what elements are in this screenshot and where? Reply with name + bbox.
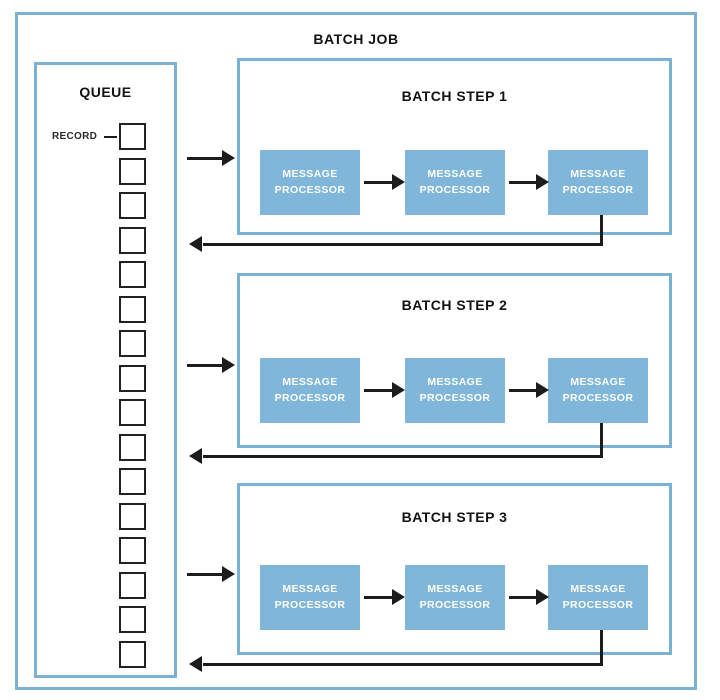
batch-step-2-box: BATCH STEP 2 MESSAGE PROCESSOR MESSAGE P… — [237, 273, 672, 448]
processor-arrowhead — [536, 174, 549, 190]
queue-record — [119, 502, 146, 530]
queue-record — [119, 192, 146, 219]
step-3-return-arrow-vertical — [600, 630, 603, 666]
queue-title: QUEUE — [79, 84, 132, 100]
queue-to-step-3-arrowhead — [222, 566, 235, 582]
batch-step-1-title: BATCH STEP 1 — [401, 88, 508, 104]
record-label: RECORD — [52, 131, 98, 142]
step-2-return-arrow-vertical — [600, 423, 603, 458]
processor-arrowhead — [392, 174, 405, 190]
queue-record — [119, 226, 146, 254]
queue-record — [119, 330, 146, 357]
queue-to-step-3-arrow-line — [187, 573, 222, 576]
queue-box: QUEUE RECORD — [34, 62, 177, 678]
step-2-return-arrowhead — [189, 448, 202, 464]
batch-step-1-box: BATCH STEP 1 MESSAGE PROCESSOR MESSAGE P… — [237, 58, 672, 235]
queue-record — [119, 157, 146, 185]
message-processor-box: MESSAGE PROCESSOR — [405, 150, 505, 215]
processor-arrow-line — [364, 181, 392, 184]
queue-records — [119, 123, 146, 668]
queue-record — [119, 399, 146, 426]
message-processor-box: MESSAGE PROCESSOR — [548, 565, 648, 630]
queue-to-step-1-arrowhead — [222, 150, 235, 166]
queue-record — [119, 537, 146, 564]
queue-record — [119, 640, 146, 668]
processor-arrow-line — [509, 181, 536, 184]
processor-arrow-line — [364, 596, 392, 599]
message-processor-box: MESSAGE PROCESSOR — [548, 358, 648, 423]
queue-record — [119, 468, 146, 495]
message-processor-box: MESSAGE PROCESSOR — [548, 150, 648, 215]
step-1-return-arrow-vertical — [600, 215, 603, 246]
queue-to-step-2-arrowhead — [222, 357, 235, 373]
queue-to-step-2-arrow-line — [187, 364, 222, 367]
queue-to-step-1-arrow-line — [187, 157, 222, 160]
step-2-return-arrow-line — [203, 455, 603, 458]
message-processor-box: MESSAGE PROCESSOR — [405, 358, 505, 423]
message-processor-box: MESSAGE PROCESSOR — [405, 565, 505, 630]
message-processor-box: MESSAGE PROCESSOR — [260, 150, 360, 215]
step-3-return-arrow-line — [203, 663, 603, 666]
step-1-return-arrowhead — [189, 236, 202, 252]
message-processor-box: MESSAGE PROCESSOR — [260, 358, 360, 423]
step-1-return-arrow-line — [203, 243, 603, 246]
queue-record — [119, 433, 146, 461]
queue-record — [119, 364, 146, 392]
batch-step-3-title: BATCH STEP 3 — [401, 509, 508, 525]
batch-job-title: BATCH JOB — [313, 31, 399, 47]
processor-arrowhead — [392, 589, 405, 605]
queue-record — [119, 606, 146, 633]
processor-arrow-line — [509, 389, 536, 392]
queue-record — [119, 295, 146, 323]
processor-arrowhead — [536, 589, 549, 605]
batch-step-3-box: BATCH STEP 3 MESSAGE PROCESSOR MESSAGE P… — [237, 483, 672, 655]
record-pointer-line — [104, 136, 117, 138]
processor-arrow-line — [364, 389, 392, 392]
message-processor-box: MESSAGE PROCESSOR — [260, 565, 360, 630]
queue-record — [119, 571, 146, 599]
step-3-return-arrowhead — [189, 656, 202, 672]
processor-arrowhead — [536, 382, 549, 398]
queue-record — [119, 261, 146, 288]
queue-record — [119, 123, 146, 150]
processor-arrow-line — [509, 596, 536, 599]
batch-step-2-title: BATCH STEP 2 — [401, 297, 508, 313]
processor-arrowhead — [392, 382, 405, 398]
